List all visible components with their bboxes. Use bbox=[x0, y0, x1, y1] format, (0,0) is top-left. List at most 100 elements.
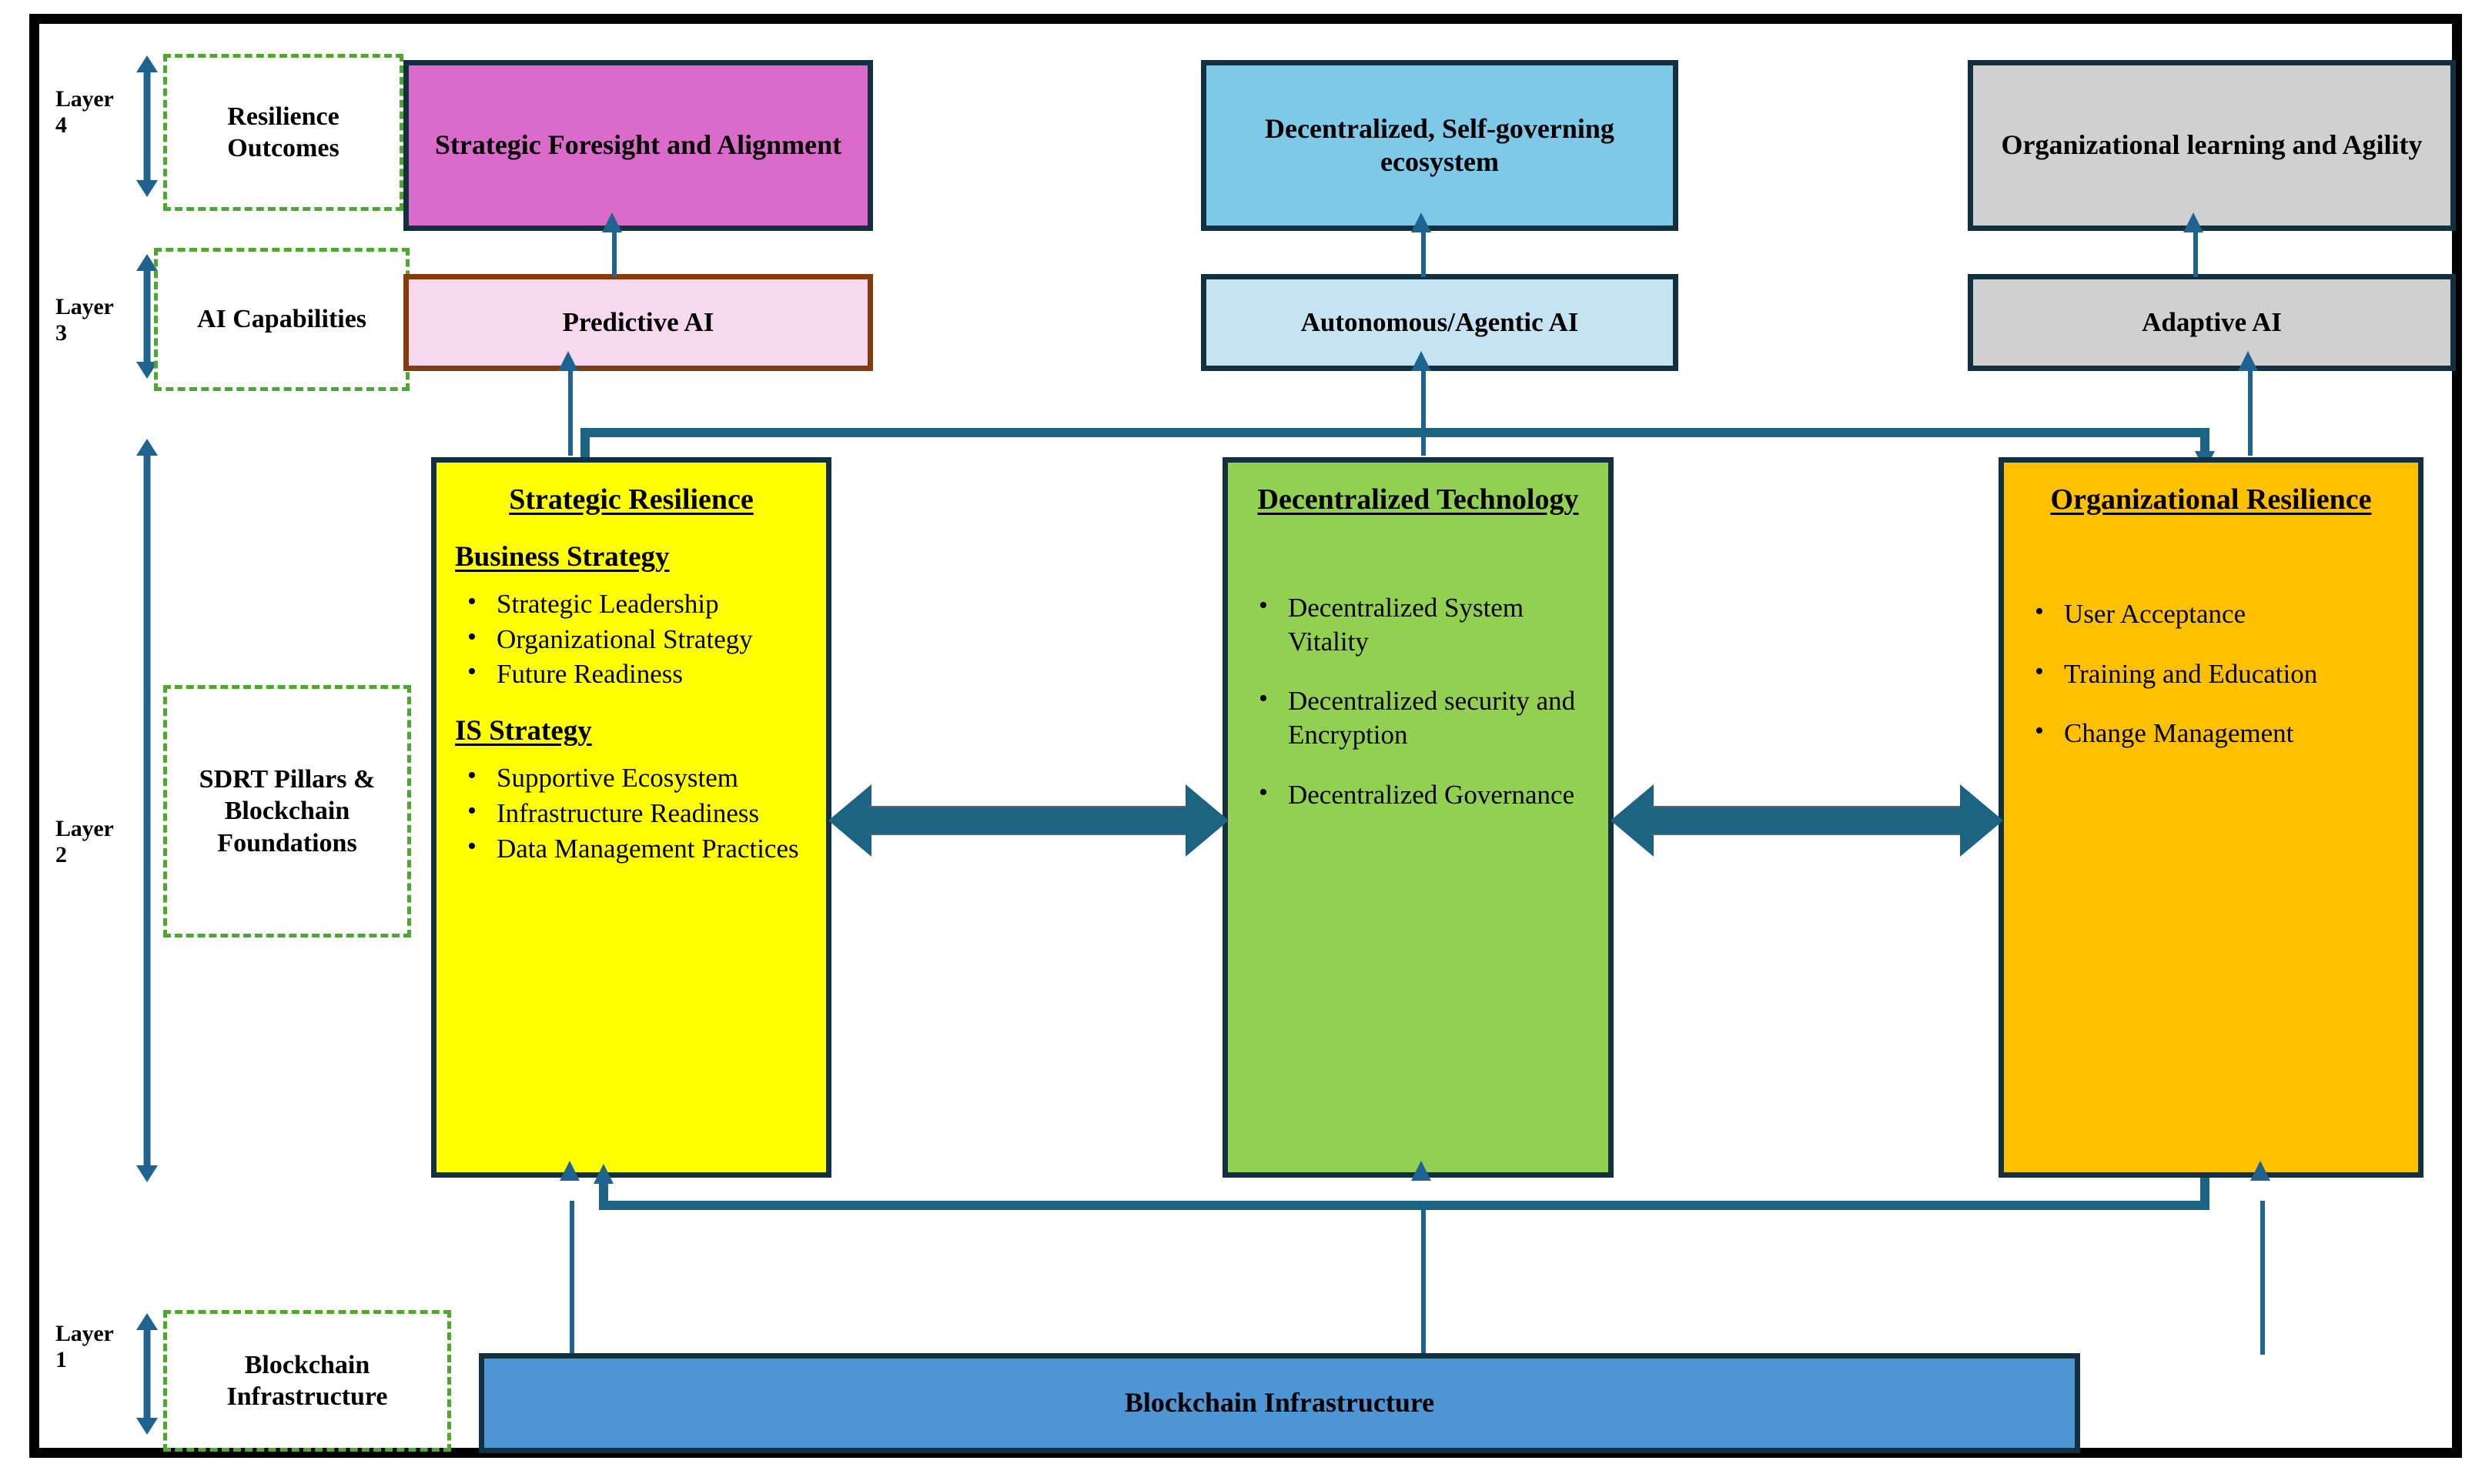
descriptor-resilience-outcomes: Resilience Outcomes bbox=[163, 54, 403, 211]
connector-strategic-to-predictive-arrowhead bbox=[558, 351, 578, 371]
list-item: Future Readiness bbox=[464, 656, 809, 691]
layer-1-label-line2: 1 bbox=[55, 1346, 67, 1372]
descriptor-blockchain-infrastructure-text: Blockchain Infrastructure bbox=[226, 1350, 388, 1411]
layer-3-arrow-shaft bbox=[143, 269, 151, 363]
connector-blockchain-to-strategic-shaft bbox=[570, 1201, 574, 1355]
pillar-decentralized-technology[interactable]: Decentralized Technology Decentralized S… bbox=[1223, 457, 1614, 1178]
connector-strategic-to-predictive-shaft bbox=[568, 371, 573, 456]
pillar-organizational-resilience[interactable]: Organizational Resilience User Acceptanc… bbox=[1999, 457, 2423, 1178]
ai-capability-adaptive-ai-label: Adaptive AI bbox=[2142, 307, 2282, 337]
list-item: Supportive Ecosystem bbox=[464, 760, 809, 795]
layer-2-arrow-shaft bbox=[143, 454, 151, 1167]
connector-blockchain-to-organizational-arrowhead bbox=[2250, 1161, 2270, 1181]
ai-capability-predictive-ai[interactable]: Predictive AI bbox=[403, 274, 873, 371]
bidirectional-arrow-right-head bbox=[1186, 784, 1229, 857]
layer-4-label-line2: 4 bbox=[55, 112, 67, 138]
layer-3-label-line2: 3 bbox=[55, 319, 67, 346]
layer-4-arrow-head-down bbox=[136, 180, 158, 197]
layer-3-label: Layer 3 bbox=[55, 294, 140, 346]
layer-1-span-arrow bbox=[135, 1313, 159, 1435]
descriptor-resilience-outcomes-text: Resilience Outcomes bbox=[227, 102, 340, 162]
foundation-blockchain-infrastructure[interactable]: Blockchain Infrastructure bbox=[479, 1353, 2080, 1453]
list-item: Decentralized Governance bbox=[1256, 777, 1591, 812]
descriptor-ai-capabilities-text: AI Capabilities bbox=[196, 305, 367, 334]
layer-4-label: Layer 4 bbox=[55, 86, 140, 138]
layer-3-arrow-head-down bbox=[136, 362, 158, 379]
connector-decentralized-to-autonomous-arrowhead bbox=[1411, 351, 1431, 371]
connector-autonomous-to-ecosystem-shaft bbox=[1421, 231, 1426, 277]
connector-adaptive-to-learning-arrowhead bbox=[2183, 212, 2203, 232]
ai-capability-adaptive-ai[interactable]: Adaptive AI bbox=[1968, 274, 2456, 371]
connector-decentralized-to-autonomous-shaft bbox=[1421, 371, 1426, 456]
descriptor-sdrt-pillars-text: SDRT Pillars & Blockchain Foundations bbox=[199, 764, 376, 857]
bidirectional-arrow-bar bbox=[1651, 806, 1963, 835]
list-item: Decentralized security and Encryption bbox=[1256, 683, 1591, 752]
outcome-strategic-foresight-label: Strategic Foresight and Alignment bbox=[434, 129, 842, 161]
bottom-bus-left-riser bbox=[599, 1181, 608, 1205]
bidirectional-arrow-left-head bbox=[828, 784, 871, 857]
pillar-strategic-resilience[interactable]: Strategic Resilience Business Strategy S… bbox=[431, 457, 831, 1178]
top-bus-left-riser bbox=[580, 431, 590, 462]
top-bus-horizontal bbox=[580, 428, 2209, 437]
layer-1-arrow-shaft bbox=[143, 1329, 151, 1419]
ai-capability-autonomous-agentic-ai[interactable]: Autonomous/Agentic AI bbox=[1201, 274, 1678, 371]
layer-3-span-arrow bbox=[135, 254, 159, 379]
bottom-bus-right-drop bbox=[2200, 1178, 2209, 1205]
connector-blockchain-to-decentralized-shaft bbox=[1421, 1201, 1426, 1355]
list-item: Training and Education bbox=[2032, 656, 2401, 691]
connector-organizational-to-adaptive-shaft bbox=[2248, 371, 2253, 456]
layer-4-arrow-shaft bbox=[143, 71, 151, 182]
layer-3-label-line1: Layer bbox=[55, 294, 114, 319]
layer-2-arrow-head-down bbox=[136, 1165, 158, 1182]
connector-adaptive-to-learning-shaft bbox=[2193, 231, 2198, 277]
ai-capability-predictive-ai-label: Predictive AI bbox=[562, 307, 714, 337]
bidirectional-arrow-left-head bbox=[1611, 784, 1654, 857]
layer-2-arrow-head-up bbox=[136, 439, 158, 456]
list-item: Decentralized System Vitality bbox=[1256, 590, 1591, 659]
foundation-blockchain-infrastructure-label: Blockchain Infrastructure bbox=[1124, 1387, 1435, 1419]
bidirectional-arrow-bar bbox=[868, 806, 1189, 835]
layer-1-arrow-head-up bbox=[136, 1313, 158, 1330]
list-item: User Acceptance bbox=[2032, 596, 2401, 631]
connector-predictive-to-foresight-arrowhead bbox=[602, 212, 622, 232]
layer-2-label-line2: 2 bbox=[55, 841, 67, 867]
pillar-organizational-resilience-list: User Acceptance Training and Education C… bbox=[2021, 596, 2401, 750]
ai-capability-autonomous-agentic-ai-label: Autonomous/Agentic AI bbox=[1300, 307, 1579, 337]
layer-4-span-arrow bbox=[135, 55, 159, 197]
list-item: Strategic Leadership bbox=[464, 586, 809, 621]
layer-4-arrow-head-up bbox=[136, 55, 158, 72]
layer-1-label: Layer 1 bbox=[55, 1321, 140, 1372]
layer-2-label: Layer 2 bbox=[55, 816, 140, 867]
pillar-decentralized-technology-list: Decentralized System Vitality Decentrali… bbox=[1245, 590, 1591, 812]
layer-2-label-line1: Layer bbox=[55, 816, 114, 841]
connector-predictive-to-foresight-shaft bbox=[612, 231, 617, 277]
outcome-organizational-learning[interactable]: Organizational learning and Agility bbox=[1968, 60, 2456, 231]
pillar-strategic-resilience-business-strategy-list: Strategic Leadership Organizational Stra… bbox=[453, 586, 809, 691]
connector-blockchain-to-decentralized-arrowhead bbox=[1411, 1161, 1431, 1181]
descriptor-sdrt-pillars: SDRT Pillars & Blockchain Foundations bbox=[163, 685, 411, 938]
layer-2-span-arrow bbox=[135, 439, 159, 1182]
connector-organizational-to-adaptive-arrowhead bbox=[2238, 351, 2258, 371]
layer-4-label-line1: Layer bbox=[55, 86, 114, 112]
bidirectional-arrow-decentralized-organizational bbox=[1611, 784, 2003, 857]
layer-3-arrow-head-up bbox=[136, 254, 158, 271]
connector-blockchain-to-strategic-arrowhead bbox=[560, 1161, 580, 1181]
pillar-decentralized-technology-title: Decentralized Technology bbox=[1257, 483, 1579, 516]
descriptor-ai-capabilities: AI Capabilities bbox=[154, 248, 410, 391]
bottom-bus-horizontal bbox=[599, 1201, 2209, 1210]
pillar-strategic-resilience-is-strategy-list: Supportive Ecosystem Infrastructure Read… bbox=[453, 760, 809, 866]
descriptor-blockchain-infrastructure: Blockchain Infrastructure bbox=[163, 1310, 451, 1452]
pillar-strategic-resilience-title: Strategic Resilience bbox=[509, 483, 754, 516]
layer-1-label-line1: Layer bbox=[55, 1321, 114, 1346]
outcome-self-governing-ecosystem-label: Decentralized, Self-governing ecosystem bbox=[1265, 112, 1614, 177]
outcome-strategic-foresight[interactable]: Strategic Foresight and Alignment bbox=[403, 60, 873, 231]
list-item: Data Management Practices bbox=[464, 831, 809, 866]
list-item: Change Management bbox=[2032, 715, 2401, 750]
pillar-strategic-resilience-business-strategy-heading: Business Strategy bbox=[455, 540, 670, 573]
bottom-bus-arrowhead-into-strategic bbox=[594, 1164, 614, 1184]
outcome-self-governing-ecosystem[interactable]: Decentralized, Self-governing ecosystem bbox=[1201, 60, 1678, 231]
layer-1-arrow-head-down bbox=[136, 1418, 158, 1435]
list-item: Organizational Strategy bbox=[464, 621, 809, 657]
bidirectional-arrow-strategic-decentralized bbox=[828, 784, 1229, 857]
